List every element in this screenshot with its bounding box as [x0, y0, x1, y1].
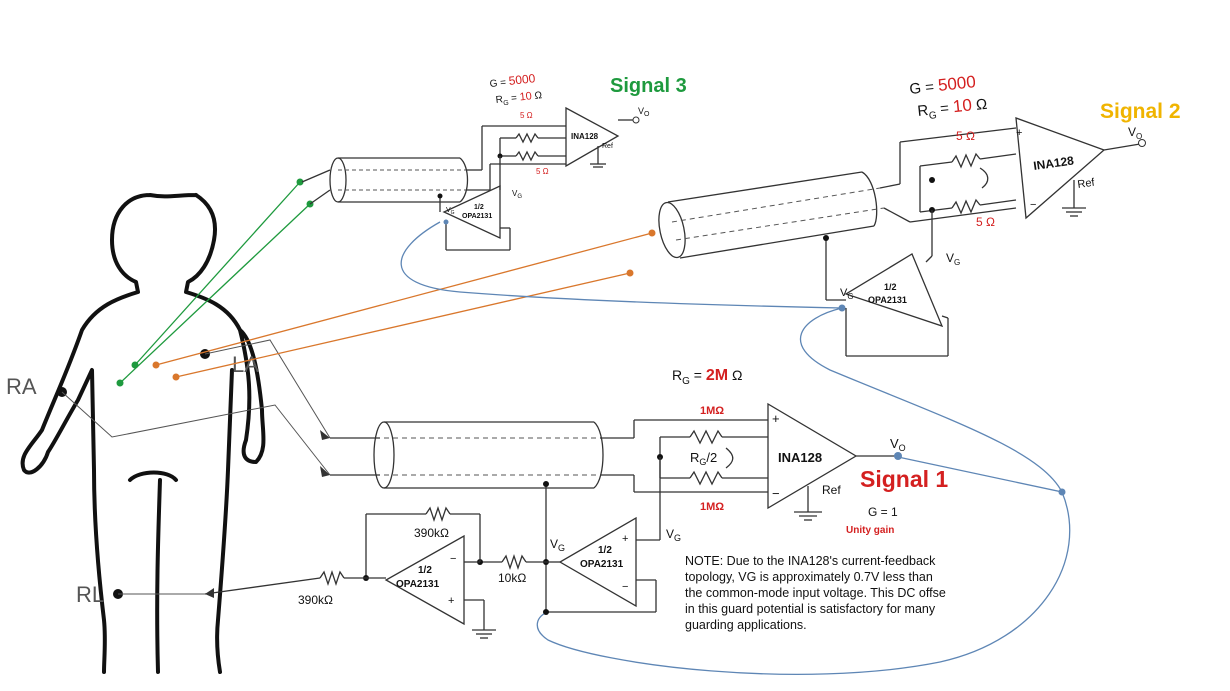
signal2-circuit — [658, 117, 1146, 357]
signal2-opamp-half: 1/2 — [884, 282, 897, 292]
signal2-opamp-name: OPA2131 — [868, 295, 907, 305]
signal1-opamp-half: 1/2 — [598, 545, 612, 556]
driven-leg-minus: − — [450, 553, 456, 565]
svg-text:+: + — [772, 411, 780, 426]
orange-dot-4 — [626, 269, 634, 277]
la-lead-wire — [204, 339, 331, 439]
signal1-title: Signal 1 — [860, 466, 948, 492]
body-crotch — [128, 470, 178, 482]
ra-label: RA — [6, 374, 37, 399]
green-wire-2 — [119, 203, 311, 384]
signal3-opamp-name: OPA2131 — [462, 213, 492, 220]
signal1-r-top: 1MΩ — [700, 405, 724, 417]
driven-leg-plus: + — [448, 595, 454, 607]
orange-dot-2 — [172, 373, 180, 381]
rl-label: RL — [76, 582, 104, 607]
driven-leg-r-series: 10kΩ — [498, 571, 526, 585]
signal2-r-bottom: 5 Ω — [976, 215, 995, 229]
svg-text:−: − — [622, 581, 628, 593]
blue-guard-curve-3 — [536, 456, 1071, 675]
signal3-opamp-half: 1/2 — [474, 204, 484, 211]
signal1-circuit: + − — [204, 402, 902, 639]
human-body-outline — [20, 193, 266, 674]
green-dot-1 — [131, 361, 139, 369]
blue-guard-curve-1 — [400, 221, 843, 309]
signal2-opamp-vg-label: VG — [840, 287, 854, 301]
orange-dot-3 — [648, 229, 656, 237]
ra-lead-wire — [61, 391, 331, 476]
signal3-output-terminal — [632, 116, 640, 124]
signal1-rg-label: RG = 2M Ω — [672, 367, 742, 387]
orange-wire-2 — [175, 272, 631, 378]
note-text: NOTE: Due to the INA128's current-feedba… — [685, 553, 977, 633]
driven-leg-opamp-half: 1/2 — [418, 565, 432, 576]
note-line-1: NOTE: Due to the INA128's current-feedba… — [685, 554, 936, 568]
driven-leg-r-out: 390kΩ — [298, 593, 333, 607]
signal3-title: Signal 3 — [610, 75, 687, 97]
signal1-opamp-name: OPA2131 — [580, 559, 624, 570]
signal2-rg-label: RG = 10 Ω — [916, 94, 988, 123]
blue-guard-curve-2 — [799, 307, 1063, 493]
signal2-cable-end-left — [658, 201, 686, 259]
signal3-opamp-vg-label: VG — [446, 207, 455, 216]
signal2-gain-label: G = 5000 — [908, 72, 976, 98]
la-label: LA — [232, 352, 259, 377]
signal1-ref-label: Ref — [822, 483, 841, 497]
orange-wire-1 — [155, 232, 653, 366]
signal3-vg-label: VG — [512, 189, 522, 200]
signal3-cable-end-left — [329, 157, 347, 203]
note-line-2: topology, VG is approximately 0.7V less … — [685, 570, 933, 584]
signal1-r-bottom: 1MΩ — [700, 501, 724, 513]
signal1-amp-label: INA128 — [778, 450, 822, 465]
driven-leg-r-feedback: 390kΩ — [414, 526, 449, 540]
signal3-r-top: 5 Ω — [520, 111, 533, 120]
signal2-title: Signal 2 — [1100, 100, 1181, 123]
blue-dot-2 — [1058, 488, 1066, 496]
signal2-ina128 — [1015, 117, 1106, 220]
signal1-vg-label: VG — [666, 527, 681, 543]
signal2-r-top: 5 Ω — [956, 129, 975, 143]
blue-dot-1 — [838, 304, 846, 312]
signal1-opa2131 — [558, 516, 637, 608]
signal2-output-terminal — [1138, 139, 1146, 147]
svg-text:+: + — [1016, 127, 1022, 139]
signal1-gain-note: Unity gain — [846, 525, 894, 536]
svg-text:−: − — [772, 486, 780, 501]
signal2-opa2131 — [844, 253, 944, 328]
signal3-r-bottom: 5 Ω — [536, 167, 549, 176]
signal2-vg-label: VG — [946, 251, 960, 267]
orange-dot-1 — [152, 361, 160, 369]
note-line-3: the common-mode input voltage. This DC o… — [685, 586, 946, 600]
signal3-opa2131 — [442, 184, 501, 240]
note-line-5: guarding applications. — [685, 618, 807, 632]
signal3-rg-label: RG = 10 Ω — [495, 89, 543, 108]
signal3-amp-label: INA128 — [571, 132, 599, 141]
green-dot-3 — [296, 178, 304, 186]
signal1-vo-label: VO — [890, 436, 906, 453]
signal1-output-terminal — [894, 452, 902, 460]
signal3-circuit — [301, 106, 640, 251]
signal3-ina128 — [565, 106, 620, 168]
signal1-gain: G = 1 — [868, 505, 898, 519]
signal2-amp-label: INA128 — [1032, 153, 1075, 173]
driven-leg-opa2131 — [384, 534, 465, 626]
signal3-ref-label: Ref — [602, 143, 613, 150]
note-line-4: in this guard potential is satisfactory … — [685, 602, 936, 616]
svg-text:+: + — [622, 533, 628, 545]
signal2-ref-label: Ref — [1077, 177, 1097, 191]
signal1-ina128 — [767, 402, 858, 510]
svg-text:−: − — [1030, 199, 1036, 211]
green-dot-2 — [116, 379, 124, 387]
green-wire-1 — [134, 181, 301, 366]
signal3-vo-label: VO — [638, 106, 650, 118]
driven-leg-opamp-name: OPA2131 — [396, 579, 440, 590]
signal1-buffer-vg-label: VG — [550, 537, 565, 553]
signal1-cable-end-left — [373, 421, 395, 489]
signal1-rg2-label: RG/2 — [690, 450, 717, 467]
signal2-vo-label: VO — [1128, 125, 1142, 141]
signal3-gain-label: G = 5000 — [489, 71, 536, 90]
